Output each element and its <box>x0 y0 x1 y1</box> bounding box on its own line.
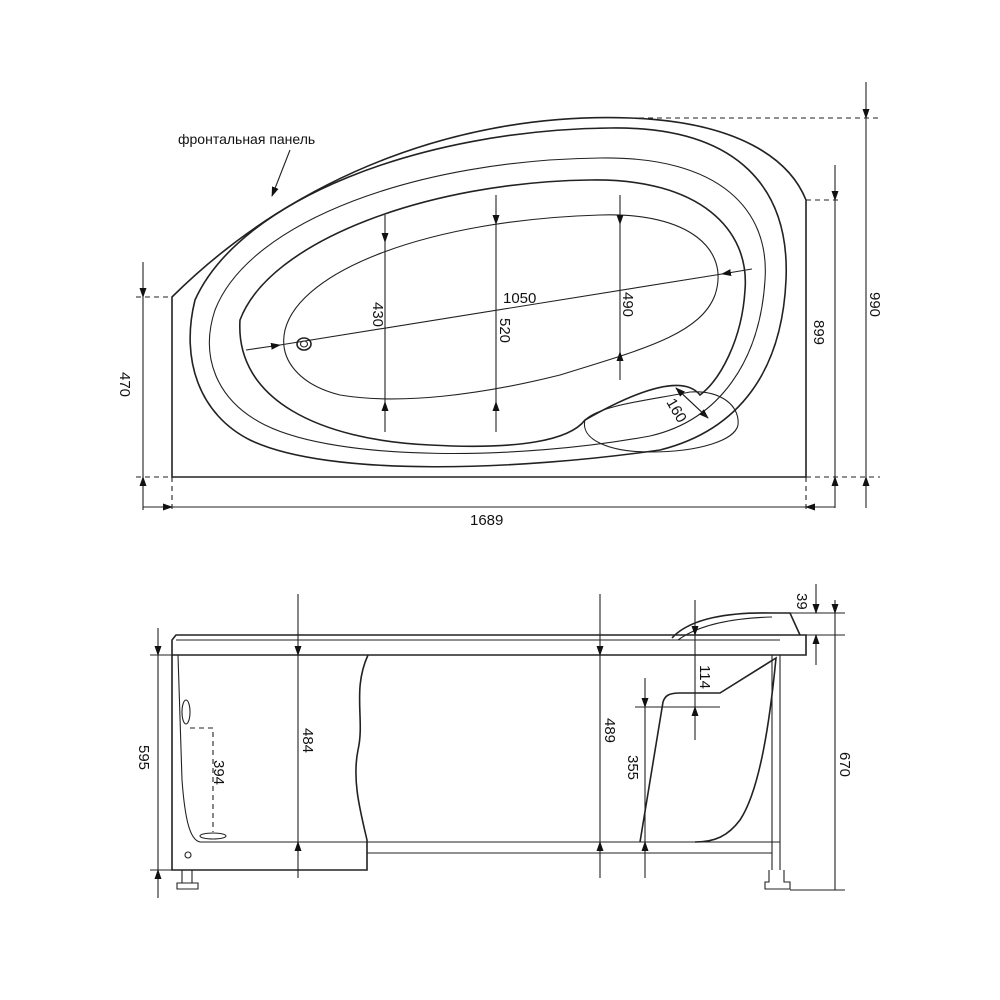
dim-520: 520 <box>496 318 513 343</box>
headrest-pillow <box>671 612 801 639</box>
dim-114: 114 <box>696 665 713 689</box>
overflow-icon <box>181 699 191 725</box>
top-view: фронтальная панель 430 520 490 1050 160 … <box>116 82 883 529</box>
overflow-pipe <box>190 727 214 832</box>
headrest-inner <box>677 616 773 641</box>
dim-1689: 1689 <box>470 512 503 529</box>
dim-1050: 1050 <box>503 290 536 307</box>
headrest <box>583 391 739 453</box>
bowl-floor <box>283 214 719 400</box>
bowl-side <box>177 654 367 843</box>
dim-1050-line <box>279 273 723 346</box>
rim <box>171 634 807 656</box>
dim-160-arrow-back <box>675 387 709 419</box>
dim-430: 430 <box>369 302 386 327</box>
dim-670: 670 <box>836 752 853 777</box>
dim-595: 595 <box>135 745 152 770</box>
dim-39: 39 <box>793 593 810 610</box>
drain-side-icon <box>199 832 227 840</box>
inner-rim <box>208 157 766 455</box>
dim-355: 355 <box>624 755 641 780</box>
bolt-icon <box>184 851 192 859</box>
leg-left <box>176 870 199 890</box>
dim-484: 484 <box>299 728 316 753</box>
seat-profile <box>639 656 777 843</box>
leg-right <box>764 870 791 890</box>
dim-394: 394 <box>210 760 227 785</box>
bowl-outline <box>239 179 747 448</box>
drain-icon <box>296 337 312 351</box>
dim-470: 470 <box>116 372 133 397</box>
dim-899: 899 <box>810 320 827 345</box>
dim-1050-arrow-right <box>721 268 753 276</box>
dim-490: 490 <box>619 292 636 317</box>
front-panel <box>171 654 369 871</box>
outer-outline <box>171 116 807 478</box>
dim-489: 489 <box>601 718 618 743</box>
front-panel-label: фронтальная панель <box>178 131 315 147</box>
front-panel-arrow <box>271 149 291 197</box>
dim-1050-arrow-left <box>245 342 281 351</box>
dim-990: 990 <box>866 292 883 317</box>
frame-leg-right <box>771 655 781 870</box>
side-view: 595 394 484 489 355 114 39 670 <box>135 584 853 898</box>
rim-curve <box>189 127 787 468</box>
dim-160: 160 <box>663 396 690 426</box>
